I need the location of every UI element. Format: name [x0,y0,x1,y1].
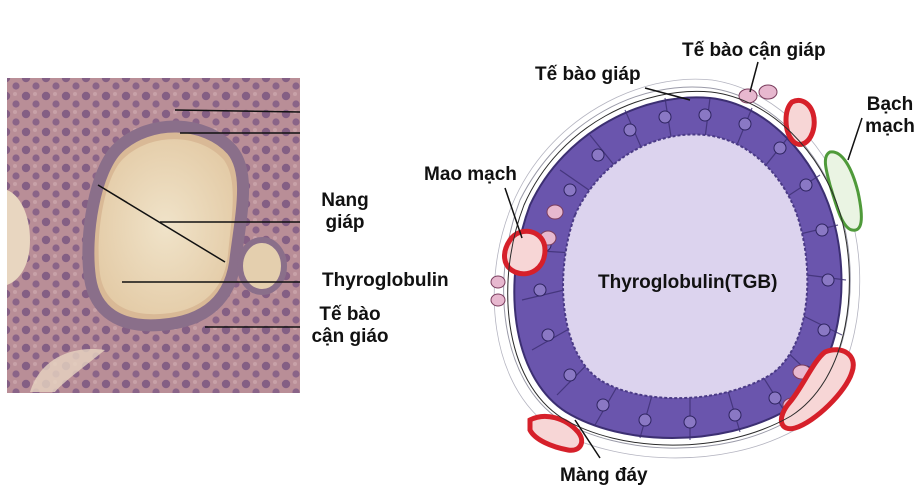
capillary-topright [786,100,814,144]
label-lymphatic-line1: Bạch [858,94,922,116]
label-follicle: Nang giáp [305,190,385,234]
label-follicular-cell: Tế bào giáp [535,64,641,86]
label-follicle-line2: giáp [305,212,385,234]
label-parafollicular-line1: Tế bào [300,304,400,326]
label-lymphatic: Bạch mạch [858,94,922,138]
label-basement-membrane: Màng đáy [560,465,648,487]
label-lymphatic-line2: mạch [858,116,922,138]
capillary-left [505,231,545,273]
label-follicle-line1: Nang [305,190,385,212]
label-parafollicular-line2: cận giáo [300,326,400,348]
capillary-bottomleft [530,416,582,450]
label-capillary: Mao mạch [424,164,517,186]
label-thyroglobulin: Thyroglobulin [322,270,449,292]
label-parafollicular-cell: Tế bào cận giáp [682,40,826,62]
label-parafollicular: Tế bào cận giáo [300,304,400,348]
label-colloid: Thyroglobulin(TGB) [598,272,777,294]
